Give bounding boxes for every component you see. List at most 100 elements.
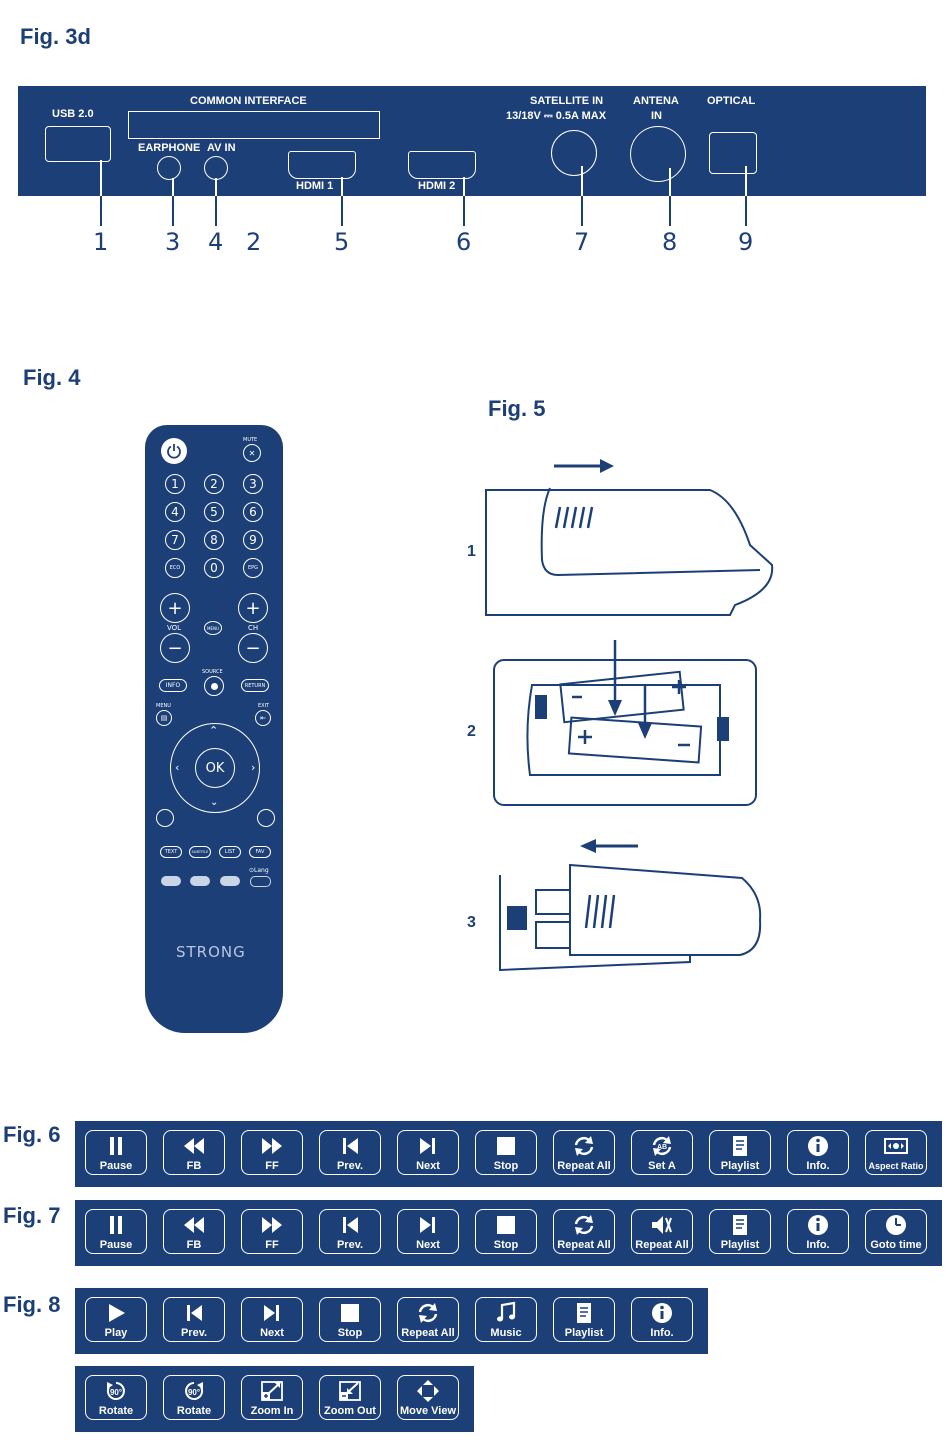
epg-button[interactable]: EPG [243, 558, 263, 578]
button-label: FB [186, 1239, 202, 1251]
nav-up-button[interactable]: ⌃ [209, 724, 219, 737]
nav-left-button[interactable]: ‹ [175, 761, 180, 774]
digit-7-button[interactable]: 7 [165, 530, 185, 550]
text-button[interactable]: TEXT [160, 846, 182, 858]
fig7-info-button[interactable]: Info. [787, 1209, 849, 1254]
volume-up-button[interactable]: + [160, 593, 190, 623]
earphone-label: EARPHONE [138, 142, 201, 154]
fig7-pause-button[interactable]: Pause [85, 1209, 147, 1254]
green-button[interactable] [190, 876, 210, 886]
fig6-repeat-button[interactable]: Repeat All [553, 1130, 615, 1175]
mute-button[interactable]: ✕ [243, 444, 261, 462]
menu-small-button[interactable]: MENU [204, 621, 222, 635]
digit-5-button[interactable]: 5 [204, 502, 224, 522]
fig6-next-button[interactable]: Next [397, 1130, 459, 1175]
channel-down-button[interactable]: − [238, 633, 268, 663]
fig6-stop-button[interactable]: Stop [475, 1130, 537, 1175]
right-aux-button[interactable] [257, 809, 275, 827]
digit-3-button[interactable]: 3 [243, 474, 263, 494]
fig8-zoom-out-button[interactable]: Zoom Out [319, 1375, 381, 1420]
fig6-fast-forward-button[interactable]: FF [241, 1130, 303, 1175]
hdmi2-label: HDMI 2 [418, 180, 456, 192]
source-label: SOURCE [202, 669, 223, 675]
earphone-jack [157, 156, 181, 180]
button-label: Prev. [180, 1327, 208, 1339]
remote-control: MUTE ✕ 1 2 3 4 5 6 7 8 9 ECO 0 EPG + VOL… [145, 425, 283, 1033]
return-button[interactable]: RETURN [241, 679, 269, 692]
fig7-fast-backward-button[interactable]: FB [163, 1209, 225, 1254]
digit-6-button[interactable]: 6 [243, 502, 263, 522]
fig6-fast-backward-button[interactable]: FB [163, 1130, 225, 1175]
list-button[interactable]: LIST [219, 846, 241, 858]
digit-0-button[interactable]: 0 [204, 558, 224, 578]
vol-label: VOL [167, 624, 182, 632]
fig7-fast-forward-button[interactable]: FF [241, 1209, 303, 1254]
button-label: Info. [806, 1239, 830, 1251]
digit-8-button[interactable]: 8 [204, 530, 224, 550]
nav-right-button[interactable]: › [251, 761, 256, 774]
fig3d-title: Fig. 3d [20, 24, 91, 49]
fig7-clock-button[interactable]: Goto time [865, 1209, 927, 1254]
blue-button[interactable] [250, 876, 271, 887]
fig8-repeat-button[interactable]: Repeat All [397, 1297, 459, 1342]
info-icon [788, 1132, 848, 1160]
callout-1: 1 [93, 228, 109, 256]
digit-4-button[interactable]: 4 [165, 502, 185, 522]
fig8-music-button[interactable]: Music [475, 1297, 537, 1342]
fig8-stop-button[interactable]: Stop [319, 1297, 381, 1342]
button-label: Pause [99, 1239, 133, 1251]
button-label: FF [265, 1239, 279, 1251]
fig6-aspect-ratio-button[interactable]: Aspect Ratio [865, 1130, 927, 1175]
fig7-mute-button[interactable]: Repeat All [631, 1209, 693, 1254]
fast-forward-icon [242, 1211, 302, 1239]
left-aux-button[interactable] [156, 809, 174, 827]
fig7-previous-button[interactable]: Prev. [319, 1209, 381, 1254]
volume-down-button[interactable]: − [160, 633, 190, 663]
fig7-repeat-button[interactable]: Repeat All [553, 1209, 615, 1254]
fig6-info-button[interactable]: Info. [787, 1130, 849, 1175]
fig6-playlist-button[interactable]: Playlist [709, 1130, 771, 1175]
rear-panel: USB 2.0 COMMON INTERFACE EARPHONE AV IN … [18, 86, 926, 196]
fig8-title: Fig. 8 [3, 1292, 61, 1317]
fig6-pause-button[interactable]: Pause [85, 1130, 147, 1175]
button-label: Set A [648, 1160, 676, 1172]
digit-2-button[interactable]: 2 [204, 474, 224, 494]
fig8-rotate-left-button[interactable]: 90°Rotate [85, 1375, 147, 1420]
fig7-stop-button[interactable]: Stop [475, 1209, 537, 1254]
ok-button[interactable]: OK [195, 748, 235, 788]
fig8-playlist-button[interactable]: Playlist [553, 1297, 615, 1342]
fig6-previous-button[interactable]: Prev. [319, 1130, 381, 1175]
fig8-zoom-in-button[interactable]: Zoom In [241, 1375, 303, 1420]
eco-button[interactable]: ECO [165, 558, 185, 578]
mute-icon [632, 1211, 692, 1239]
subtitle-button[interactable]: SUBTITLE [189, 846, 211, 858]
exit-button[interactable]: ⇤ [255, 710, 271, 726]
fig8-rotate-right-button[interactable]: 90°Rotate [163, 1375, 225, 1420]
fig7-playlist-button[interactable]: Playlist [709, 1209, 771, 1254]
button-label: Zoom In [250, 1405, 294, 1417]
fig8-next-button[interactable]: Next [241, 1297, 303, 1342]
fig8-play-button[interactable]: Play [85, 1297, 147, 1342]
source-button[interactable] [204, 676, 224, 696]
red-button[interactable] [161, 876, 181, 886]
power-button[interactable] [161, 438, 187, 464]
menu-button[interactable]: ▤ [156, 710, 172, 726]
fav-button[interactable]: FAV [249, 846, 271, 858]
info-button[interactable]: INFO [159, 679, 187, 692]
previous-icon [164, 1299, 224, 1327]
nav-down-button[interactable]: ⌄ [210, 797, 219, 808]
repeat-icon [554, 1211, 614, 1239]
yellow-button[interactable] [220, 876, 240, 886]
digit-9-button[interactable]: 9 [243, 530, 263, 550]
fig8-previous-button[interactable]: Prev. [163, 1297, 225, 1342]
digit-1-button[interactable]: 1 [165, 474, 185, 494]
fig7-next-button[interactable]: Next [397, 1209, 459, 1254]
brand-logo: STRONG [176, 943, 246, 961]
fig8-info-button[interactable]: Info. [631, 1297, 693, 1342]
fig8-move-view-button[interactable]: Move View [397, 1375, 459, 1420]
channel-up-button[interactable]: + [238, 593, 268, 623]
button-label: Goto time [870, 1239, 922, 1251]
